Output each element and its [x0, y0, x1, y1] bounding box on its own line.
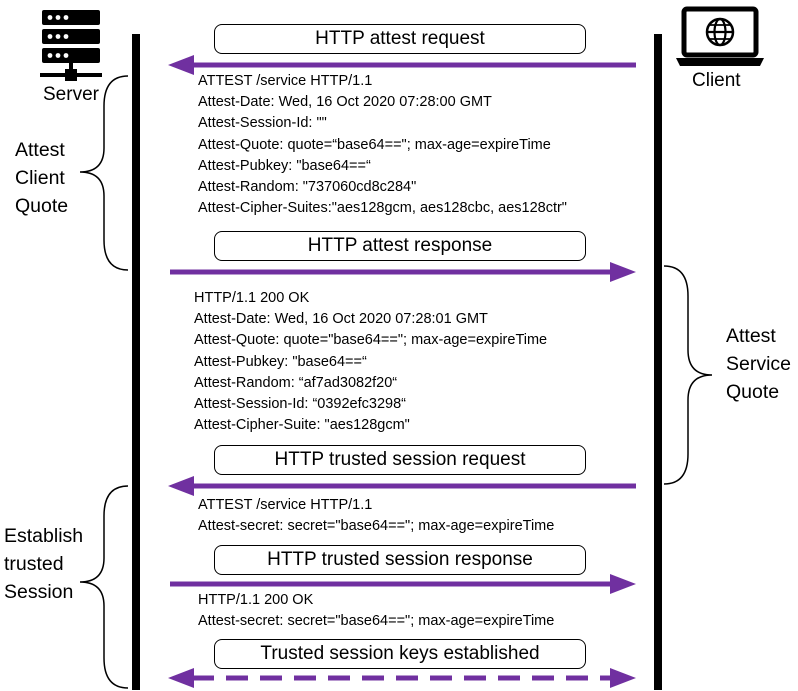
attest-response-box: HTTP attest response	[214, 231, 586, 261]
client-label: Client	[692, 70, 741, 91]
phase-label-line: trusted	[4, 553, 64, 575]
message-line: HTTP/1.1 200 OK	[198, 592, 314, 608]
attest-request-box: HTTP attest request	[214, 24, 586, 54]
message-line: Attest-Quote: quote=“base64=="; max-age=…	[198, 136, 551, 153]
session-response-arrowhead	[610, 574, 636, 594]
message-line: Attest-secret: secret="base64=="; max-ag…	[198, 518, 555, 535]
message-line: Attest-Session-Id: “0392efc3298“	[194, 395, 406, 412]
message-line: Attest-Date: Wed, 16 Oct 2020 07:28:01 G…	[194, 311, 488, 328]
server-lifeline	[132, 34, 140, 690]
message-line: ATTEST /service HTTP/1.1	[198, 73, 373, 89]
client-lifeline	[654, 34, 662, 690]
server-label: Server	[43, 84, 99, 105]
phase-label-line: Quote	[726, 381, 780, 403]
keys-established-title: Trusted session keys established	[260, 643, 540, 664]
message-line: Attest-Date: Wed, 16 Oct 2020 07:28:00 G…	[198, 94, 492, 111]
brace-attest-service	[663, 265, 713, 485]
message-line: Attest-secret: secret="base64=="; max-ag…	[198, 613, 555, 630]
brace-establish	[79, 485, 129, 689]
message-line: Attest-Session-Id: ""	[198, 115, 327, 132]
message-line: Attest-Quote: quote="base64=="; max-age=…	[194, 332, 548, 349]
attest-request-title: HTTP attest request	[315, 28, 485, 49]
attest-response-arrowhead	[610, 262, 636, 282]
session-response-box: HTTP trusted session response	[214, 545, 586, 575]
attest-response-title: HTTP attest response	[307, 235, 493, 256]
message-line: ATTEST /service HTTP/1.1	[198, 497, 373, 513]
keys-established-box: Trusted session keys established	[214, 639, 586, 669]
phase-attest-client-quote: Attest Client Quote	[15, 136, 68, 220]
keys-arrowhead-right	[610, 668, 636, 688]
session-request-arrowhead	[168, 476, 194, 496]
session-request-box: HTTP trusted session request	[214, 445, 586, 475]
server-icon	[40, 10, 102, 81]
phase-label-line: Service	[726, 353, 792, 375]
phase-label-line: Attest	[15, 139, 65, 161]
keys-arrowhead-left	[168, 668, 194, 688]
session-request-body: ATTEST /service HTTP/1.1 Attest-secret: …	[198, 495, 554, 537]
phase-attest-service-quote: Attest Service Quote	[726, 322, 791, 406]
session-response-body: HTTP/1.1 200 OK Attest-secret: secret="b…	[198, 590, 554, 632]
phase-label-line: Establish	[4, 525, 84, 547]
session-response-title: HTTP trusted session response	[267, 549, 533, 570]
message-line: Attest-Random: “af7ad3082f20“	[194, 374, 398, 391]
brace-attest-client	[79, 75, 129, 271]
message-line: Attest-Cipher-Suites:"aes128gcm, aes128c…	[198, 200, 567, 217]
attest-response-body: HTTP/1.1 200 OK Attest-Date: Wed, 16 Oct…	[194, 288, 547, 436]
phase-label-line: Attest	[726, 325, 776, 347]
message-line: Attest-Random: "737060cd8c284"	[198, 178, 417, 195]
phase-label-line: Client	[15, 167, 65, 189]
session-request-title: HTTP trusted session request	[274, 449, 526, 470]
message-line: Attest-Pubkey: "base64==“	[198, 157, 371, 174]
phase-label-line: Quote	[15, 195, 69, 217]
attest-request-body: ATTEST /service HTTP/1.1 Attest-Date: We…	[198, 71, 567, 219]
phase-label-line: Session	[4, 581, 74, 603]
laptop-globe-icon	[676, 6, 764, 66]
message-line: HTTP/1.1 200 OK	[194, 290, 310, 306]
attest-request-arrowhead	[168, 55, 194, 75]
message-line: Attest-Pubkey: "base64==“	[194, 353, 367, 370]
message-line: Attest-Cipher-Suite: "aes128gcm"	[194, 417, 410, 434]
phase-establish-trusted-session: Establish trusted Session	[4, 522, 83, 606]
